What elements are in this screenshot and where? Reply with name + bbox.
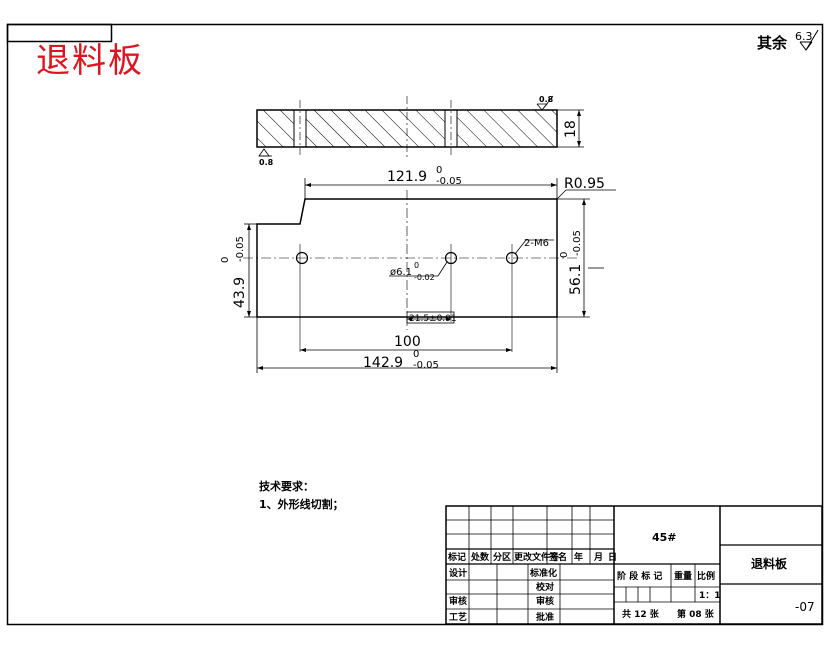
- top-length-tol-lower: -0.05: [436, 176, 462, 187]
- hole-diameter-tol-upper: 0: [414, 261, 419, 270]
- total-length-value: 142.9: [363, 355, 403, 371]
- roughness-bottom-icon: [258, 148, 270, 157]
- hole-span-value: 100: [394, 334, 421, 350]
- rev-header-month: 月: [593, 552, 603, 563]
- role-approve: 批准: [536, 611, 554, 623]
- rev-header-zone: 分区: [493, 551, 511, 563]
- left-height-tol-lower: -0.05: [235, 236, 246, 262]
- hole-right: [505, 251, 519, 265]
- hole-diameter-value: ø6.1: [390, 267, 412, 278]
- sheet-border: [6, 23, 824, 626]
- role-standardize: 标准化: [529, 567, 557, 579]
- stage-label: 阶 段 标 记: [617, 570, 662, 582]
- role-proofread: 校对: [536, 581, 554, 593]
- tech-requirements-heading: 技术要求：: [259, 479, 314, 493]
- left-height-tol-upper: 0: [220, 257, 231, 263]
- tech-requirement-item: 1、外形线切割；: [259, 497, 344, 511]
- weight-label: 重量: [674, 570, 692, 582]
- surface-finish-value: 6.3: [795, 30, 813, 43]
- hole-left: [295, 251, 309, 265]
- title-block: [445, 505, 823, 625]
- drawing-number-value: -07: [795, 600, 815, 614]
- top-length-tol-upper: 0: [436, 165, 442, 176]
- roughness-top-icon: [536, 95, 554, 111]
- top-length-value: 121.9: [387, 169, 427, 185]
- thread-callout: 2-M6: [524, 238, 549, 249]
- roughness-bottom-value: 0.8: [259, 158, 274, 167]
- left-height-value: 43.9: [232, 277, 248, 308]
- corner-radius-label: R0.95: [564, 176, 605, 192]
- thickness-dimension: 18: [563, 120, 579, 138]
- rev-header-sign: 签名: [548, 551, 567, 563]
- sheet-number: 第 08 张: [677, 608, 715, 620]
- rev-header-day: 日: [608, 552, 617, 563]
- surface-finish-prefix: 其余: [757, 34, 788, 52]
- right-height-tol-lower: -0.05: [572, 230, 583, 256]
- role-design: 设计: [449, 567, 467, 579]
- roughness-symbol: [799, 29, 819, 51]
- role-craft: 工艺: [449, 611, 467, 623]
- hole-diameter-tol-lower: -0.02: [414, 273, 435, 282]
- surface-finish-mark: 其余 6.3: [757, 29, 819, 52]
- right-height-value: 56.1: [568, 264, 584, 295]
- scale-value: 1：1: [699, 591, 721, 601]
- rev-header-doc-no: 更改文件号: [514, 551, 559, 563]
- rev-header-count: 处数: [470, 551, 490, 563]
- right-height-tol-upper: 0: [559, 252, 570, 258]
- rev-header-year: 年: [574, 551, 583, 563]
- role-check: 审核: [449, 595, 467, 607]
- title-block-text: 45# 退料板 -07 标记 处数 分区 更改文件号 签名 年 月 日 设计 标…: [447, 531, 815, 623]
- roughness-top-value: 0.8: [539, 95, 554, 104]
- sheets-total: 共 12 张: [622, 608, 660, 620]
- hole-middle: [444, 251, 458, 265]
- part-title: 退料板: [36, 41, 144, 81]
- scale-label: 比例: [697, 570, 715, 582]
- total-length-tol-lower: -0.05: [413, 360, 439, 371]
- rev-header-mark: 标记: [447, 551, 466, 563]
- plan-view: 121.9 0 -0.05 R0.95 43.9 0 -0.05 56.1 0 …: [220, 165, 616, 373]
- role-review: 审核: [536, 595, 554, 607]
- title-corner-box: [6, 23, 113, 43]
- part-name-value: 退料板: [751, 556, 788, 571]
- tech-requirements: 技术要求： 1、外形线切割；: [259, 479, 344, 511]
- hole-offset-value: 21.5±0.01: [409, 314, 457, 324]
- material-value: 45#: [652, 531, 677, 544]
- side-view: 0.8 0.8 18: [256, 95, 584, 167]
- total-length-tol-upper: 0: [413, 349, 419, 360]
